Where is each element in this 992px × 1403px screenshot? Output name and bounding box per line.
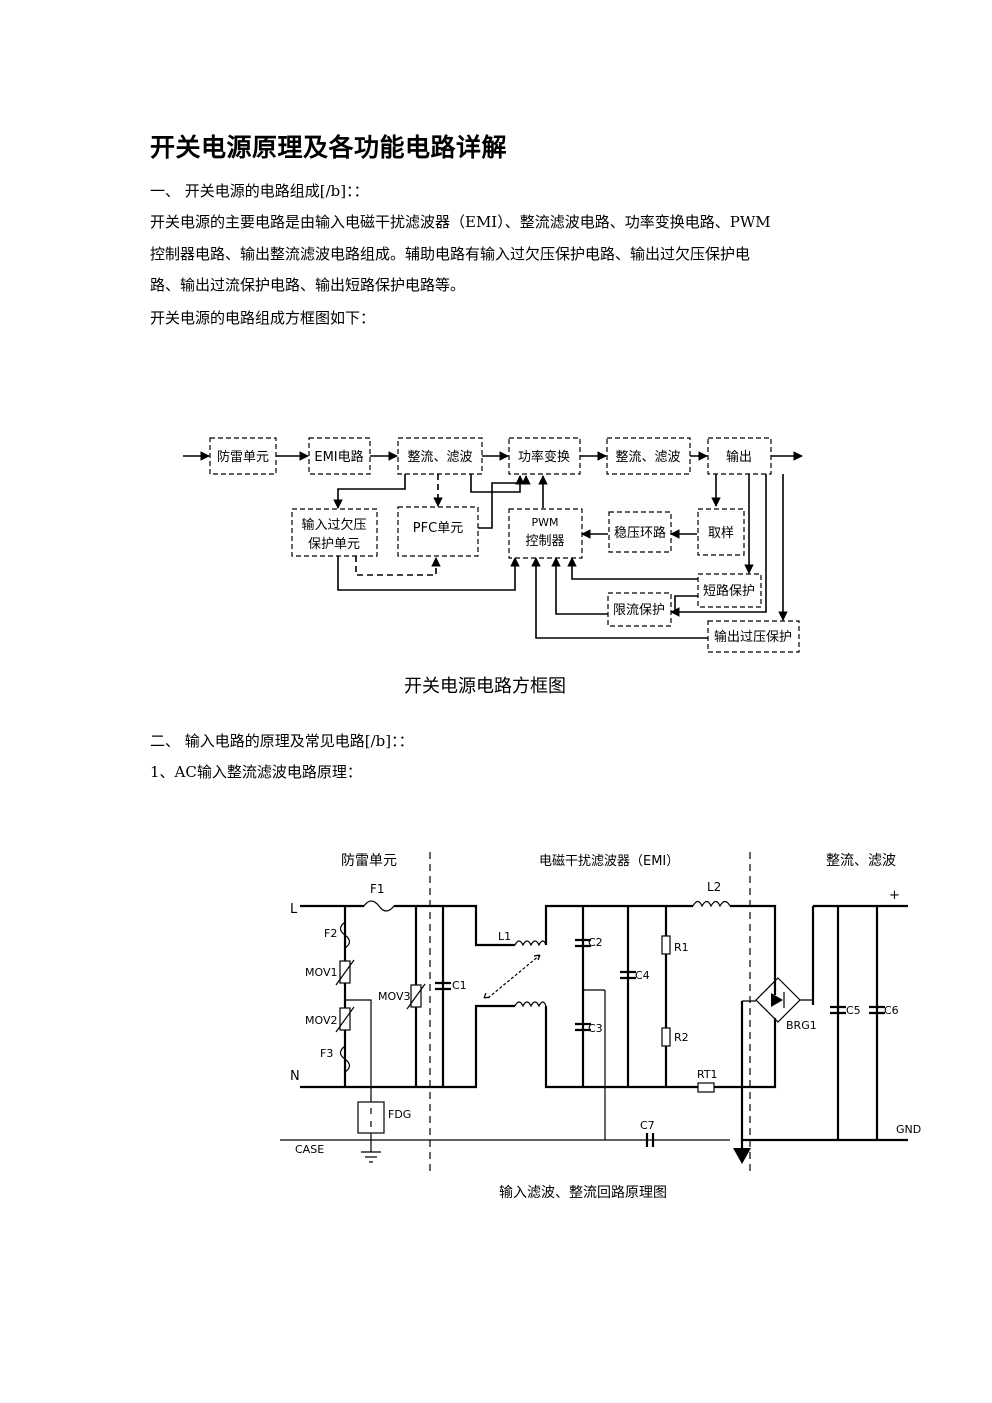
block-diagram-wires xyxy=(183,451,803,639)
svg-text:功率变换: 功率变换 xyxy=(518,449,570,465)
svg-text:C4: C4 xyxy=(635,969,650,982)
block-pfc: PFC单元 xyxy=(397,506,479,557)
svg-text:L: L xyxy=(290,902,298,917)
svg-text:R1: R1 xyxy=(674,941,689,954)
ground-symbol xyxy=(361,1151,381,1163)
section2-heading: 二、 输入电路的原理及常见电路[/b]：： xyxy=(150,732,414,750)
svg-text:MOV2: MOV2 xyxy=(305,1014,337,1027)
capacitor-c6: C6 xyxy=(869,1004,899,1017)
block-diagram-caption: 开关电源电路方框图 xyxy=(404,676,566,697)
svg-text:C3: C3 xyxy=(588,1022,603,1035)
block-pwm-controller: PWM 控制器 xyxy=(508,508,583,559)
svg-text:输出: 输出 xyxy=(726,449,752,465)
svg-text:稳压环路: 稳压环路 xyxy=(614,525,666,541)
svg-text:限流保护: 限流保护 xyxy=(613,603,665,618)
schematic-caption: 输入滤波、整流回路原理图 xyxy=(499,1185,667,1201)
capacitor-c1: C1 xyxy=(435,979,467,992)
fuse-f1: F1 xyxy=(363,882,395,912)
svg-text:C2: C2 xyxy=(588,936,603,949)
svg-text:N: N xyxy=(290,1069,300,1084)
terminal-labels: L N CASE GND + xyxy=(290,888,921,1156)
svg-text:输入过欠压: 输入过欠压 xyxy=(301,517,366,533)
section1-diagram-intro: 开关电源的电路组成方框图如下： xyxy=(150,309,376,327)
block-rectifier: 整流、滤波 xyxy=(397,437,483,475)
svg-text:PWM: PWM xyxy=(531,516,558,529)
gas-discharge-tube-fdg: FDG xyxy=(357,1101,411,1134)
svg-text:L1: L1 xyxy=(498,930,511,943)
svg-text:L2: L2 xyxy=(707,880,721,894)
section1-paragraph-line-2: 控制器电路、输出整流滤波电路组成。辅助电路有输入过欠压保护电路、输出过欠压保护电 xyxy=(150,245,751,263)
svg-text:R2: R2 xyxy=(674,1031,689,1044)
block-output-rectifier: 整流、滤波 xyxy=(606,437,691,475)
svg-text:CASE: CASE xyxy=(295,1143,324,1156)
svg-text:C5: C5 xyxy=(846,1004,861,1017)
capacitor-c7: C7 xyxy=(640,1119,655,1147)
block-diagram: 防雷单元 EMI电路 整流、滤波 功率变换 整流、滤波 输出 输入过欠压 保护单… xyxy=(183,437,803,653)
block-over-voltage: 输出过压保护 xyxy=(707,620,800,653)
block-power-conversion: 功率变换 xyxy=(508,437,581,475)
ground-triangle xyxy=(733,1148,751,1164)
svg-text:整流、滤波: 整流、滤波 xyxy=(826,853,896,869)
svg-text:F1: F1 xyxy=(370,882,385,896)
block-lightning: 防雷单元 xyxy=(209,437,277,475)
block-short-protection: 短路保护 xyxy=(697,573,762,608)
section2-subheading-1: 1、AC输入整流滤波电路原理： xyxy=(150,763,362,781)
block-input-protection: 输入过欠压 保护单元 xyxy=(291,508,378,557)
svg-text:取样: 取样 xyxy=(708,526,734,541)
svg-text:MOV3: MOV3 xyxy=(378,990,410,1003)
common-mode-choke-l1: L1 xyxy=(483,930,547,1008)
block-regulator: 稳压环路 xyxy=(608,511,672,553)
svg-text:短路保护: 短路保护 xyxy=(703,583,755,599)
svg-text:整流、滤波: 整流、滤波 xyxy=(407,450,472,465)
mov3: MOV3 xyxy=(378,983,426,1010)
capacitor-c4: C4 xyxy=(620,969,650,982)
svg-text:+: + xyxy=(889,888,900,903)
svg-text:控制器: 控制器 xyxy=(525,534,564,549)
svg-text:防雷单元: 防雷单元 xyxy=(217,449,269,465)
svg-text:FDG: FDG xyxy=(388,1108,411,1121)
section1-heading: 一、 开关电源的电路组成[/b]：： xyxy=(150,182,369,200)
svg-text:C6: C6 xyxy=(884,1004,899,1017)
svg-text:RT1: RT1 xyxy=(697,1068,718,1081)
svg-text:C1: C1 xyxy=(452,979,467,992)
document-title: 开关电源原理及各功能电路详解 xyxy=(150,133,508,162)
block-emi: EMI电路 xyxy=(308,437,371,475)
inductor-l2: L2 xyxy=(692,880,731,908)
section1-paragraph-line-3: 路、输出过流保护电路、输出短路保护电路等。 xyxy=(150,276,466,294)
block-current-limit: 限流保护 xyxy=(607,592,672,627)
svg-text:保护单元: 保护单元 xyxy=(308,537,360,552)
svg-text:PFC单元: PFC单元 xyxy=(413,521,463,536)
svg-text:电磁干扰滤波器（EMI）: 电磁干扰滤波器（EMI） xyxy=(539,854,679,869)
svg-text:C7: C7 xyxy=(640,1119,655,1132)
mov1: MOV1 xyxy=(305,959,355,986)
svg-text:输出过压保护: 输出过压保护 xyxy=(714,629,792,645)
svg-text:EMI电路: EMI电路 xyxy=(314,449,363,465)
bridge-rectifier-brg1: BRG1 xyxy=(742,977,817,1032)
svg-text:BRG1: BRG1 xyxy=(786,1019,817,1032)
svg-text:F3: F3 xyxy=(320,1047,333,1060)
mov2: MOV2 xyxy=(305,1006,355,1033)
fuse-f3: F3 xyxy=(320,1045,351,1073)
capacitor-c2: C2 xyxy=(575,936,603,949)
svg-text:GND: GND xyxy=(896,1123,921,1136)
section1-paragraph-line-1: 开关电源的主要电路是由输入电磁干扰滤波器（EMI）、整流滤波电路、功率变换电路、… xyxy=(150,213,771,231)
schematic-section-labels: 防雷单元 电磁干扰滤波器（EMI） 整流、滤波 xyxy=(341,853,896,869)
fuse-f2: F2 xyxy=(324,921,351,949)
svg-text:F2: F2 xyxy=(324,927,337,940)
resistor-r1: R1 xyxy=(661,935,689,955)
resistor-r2: R2 xyxy=(661,1027,689,1047)
svg-text:防雷单元: 防雷单元 xyxy=(341,853,397,869)
block-output: 输出 xyxy=(707,437,772,475)
capacitor-c5: C5 xyxy=(830,1004,861,1017)
svg-text:MOV1: MOV1 xyxy=(305,966,337,979)
thermistor-rt1: RT1 xyxy=(697,1068,718,1093)
capacitor-c3: C3 xyxy=(575,1022,603,1035)
block-sampling: 取样 xyxy=(697,508,745,556)
svg-text:整流、滤波: 整流、滤波 xyxy=(615,450,680,465)
